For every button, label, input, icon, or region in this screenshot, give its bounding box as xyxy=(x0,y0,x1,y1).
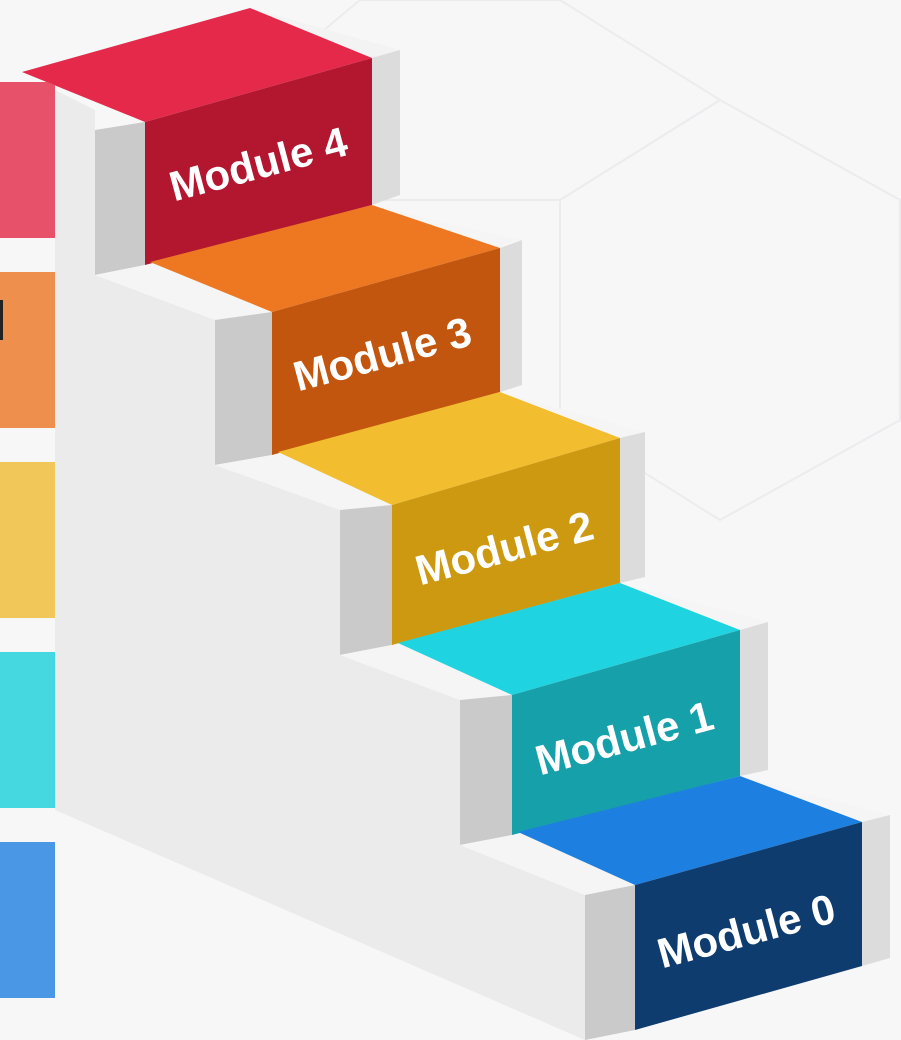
step-top-1 xyxy=(398,583,740,695)
side-tabs xyxy=(0,82,55,998)
step-module-3: Module 3 xyxy=(150,205,500,455)
step-top-4 xyxy=(22,8,372,122)
stair-rightedge-0 xyxy=(862,815,890,966)
stair-rightedge-2 xyxy=(620,432,645,583)
step-front-2 xyxy=(392,438,620,645)
step-front-3 xyxy=(272,248,500,455)
stair-riser-1 xyxy=(460,695,512,845)
step-front-0 xyxy=(635,822,862,1030)
stair-riser-3 xyxy=(215,312,272,465)
tab-notch-mark xyxy=(0,300,3,340)
step-front-4 xyxy=(145,58,372,265)
step-front-1 xyxy=(512,630,740,835)
step-top-0 xyxy=(518,776,862,885)
side-tab-1 xyxy=(0,652,55,808)
stair-rightedge-3 xyxy=(500,240,522,392)
step-module-0: Module 0 xyxy=(518,776,862,1030)
stair-riser-2 xyxy=(340,505,392,655)
stair-riser-4 xyxy=(95,122,145,275)
step-module-1: Module 1 xyxy=(398,583,740,835)
step-top-3 xyxy=(150,205,500,312)
step-top-2 xyxy=(278,392,620,505)
stair-side-face xyxy=(55,90,585,1040)
side-tab-0 xyxy=(0,842,55,998)
stair-rightedge-4 xyxy=(372,50,400,205)
side-tab-3 xyxy=(0,272,55,428)
step-module-4: Module 4 xyxy=(22,8,372,265)
stair-rightedge-1 xyxy=(740,622,768,776)
stair-riser-0 xyxy=(585,885,635,1040)
step-module-2: Module 2 xyxy=(278,392,620,645)
side-tab-2 xyxy=(0,462,55,618)
side-tab-4 xyxy=(0,82,55,238)
